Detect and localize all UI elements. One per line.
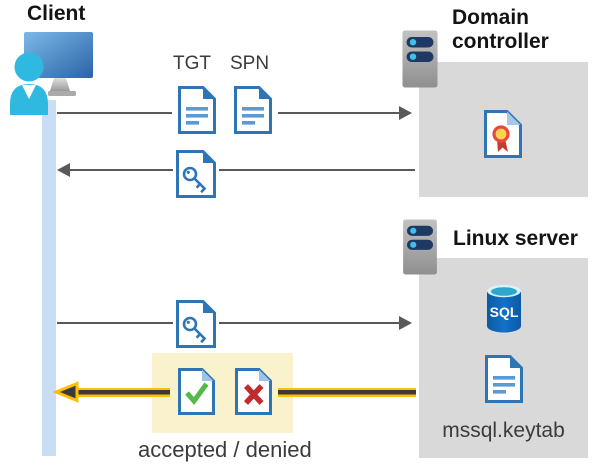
sql-database-icon: SQL [486,284,522,333]
result-label: accepted / denied [138,437,312,462]
keytab-label: mssql.keytab [442,419,565,442]
request-arrowhead-right [399,106,412,120]
linux-server-icon [402,219,438,275]
key-ticket-group-2 [173,298,219,350]
keytab-document-icon [485,355,523,403]
key-document-icon-1 [176,150,216,198]
tgt-document-icon [178,86,216,134]
service-request-arrowhead-right [399,316,412,330]
result-arrowhead-left [53,381,79,403]
spn-label: SPN [230,53,270,74]
ticket-return-arrow-line [70,169,415,171]
accepted-document-icon [178,368,215,415]
client-label: Client [27,2,86,25]
key-document-icon-2 [176,300,216,348]
domain-controller-label: Domain controller [452,6,549,53]
key-ticket-group-1 [173,148,219,200]
certificate-icon [484,110,522,158]
service-request-arrow-line [57,322,399,324]
spn-document-icon [234,86,272,134]
tgt-label: TGT [173,53,211,74]
result-documents-group [170,360,278,422]
sql-badge-text: SQL [490,304,519,320]
client-timeline-bar [42,100,56,456]
ticket-documents-group [172,84,278,136]
ticket-return-arrowhead-left [57,163,70,177]
domain-controller-server-icon [402,30,438,88]
client-workstation-icon [8,28,96,116]
denied-document-icon [235,368,272,415]
linux-server-label: Linux server [453,227,578,250]
